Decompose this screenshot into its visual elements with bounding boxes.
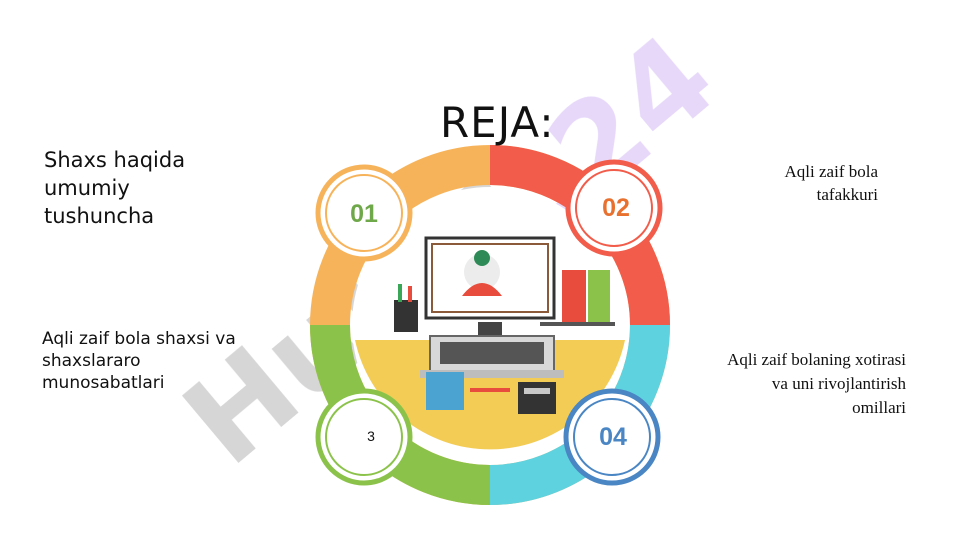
item-text-4: Aqli zaif bolaning xotirasi va uni rivoj…	[727, 350, 906, 417]
badge-number-01: 01	[350, 200, 378, 228]
badge-number-02: 02	[602, 194, 630, 222]
badge-number-3: 3	[367, 428, 375, 444]
badge-3-circle	[315, 388, 413, 486]
badge-number-04: 04	[599, 423, 627, 451]
item-text-1: Shaxs haqida umumiy tushuncha	[44, 148, 186, 228]
desk-items-icon	[426, 372, 556, 414]
item-text-2: Aqli zaif bola tafakkuri	[784, 162, 878, 204]
badge-01-circle	[315, 164, 413, 262]
badge-04-circle	[563, 388, 661, 486]
laptop-icon	[420, 335, 564, 378]
binders-icon	[540, 270, 615, 326]
badge-02-circle	[565, 159, 663, 257]
slide-title: REJA:	[440, 98, 555, 147]
monitor-icon	[424, 236, 556, 336]
pencil-cup-icon	[394, 284, 418, 332]
item-text-3: Aqli zaif bola shaxsi va shaxslararo mun…	[42, 329, 236, 393]
